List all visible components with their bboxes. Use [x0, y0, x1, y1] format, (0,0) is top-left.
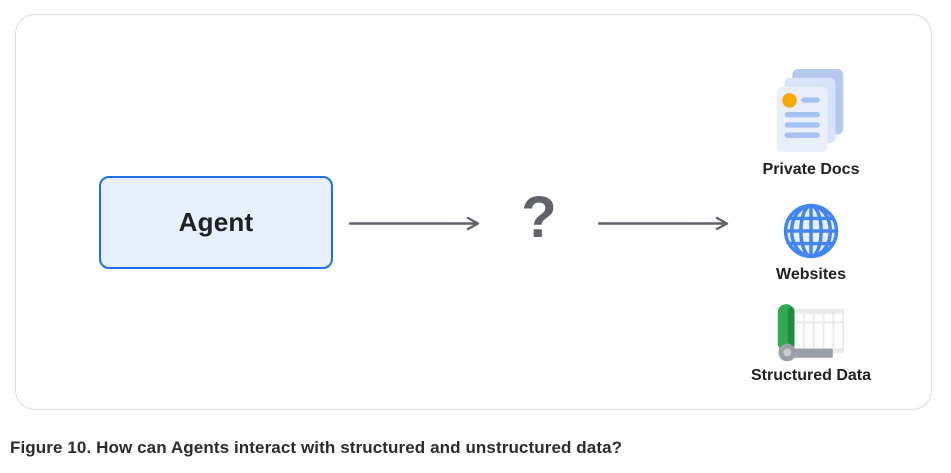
target-websites: Websites [726, 202, 896, 284]
spreadsheet-icon [777, 304, 845, 362]
target-structured-data: Structured Data [726, 304, 896, 385]
target-label: Websites [776, 266, 846, 283]
target-label: Private Docs [762, 161, 860, 178]
arrow-right-icon [598, 216, 729, 231]
agent-label: Agent [178, 207, 254, 237]
diagram-card: Agent ? Private Docs [15, 14, 932, 410]
target-private-docs: Private Docs [726, 69, 896, 179]
question-mark: ? [521, 185, 557, 250]
documents-icon [776, 69, 844, 153]
arrow-right-icon [349, 216, 480, 231]
figure-caption: Figure 10. How can Agents interact with … [10, 438, 623, 457]
globe-icon [783, 203, 839, 259]
agent-node: Agent [99, 176, 333, 269]
target-label: Structured Data [750, 367, 872, 384]
